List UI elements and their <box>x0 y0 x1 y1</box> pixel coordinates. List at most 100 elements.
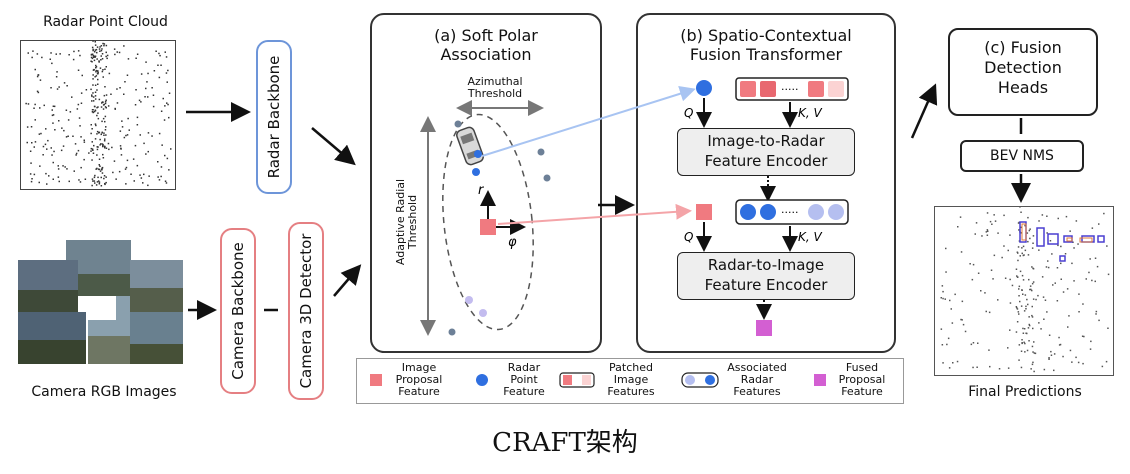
point-cloud-dot <box>125 183 127 185</box>
point-cloud-dot <box>1028 324 1031 327</box>
point-cloud-dot <box>98 131 101 134</box>
point-cloud-dot <box>52 105 55 107</box>
point-cloud-dot <box>170 148 172 150</box>
point-cloud-dot <box>1077 361 1080 364</box>
point-cloud-dot <box>75 152 78 155</box>
point-cloud-dot <box>105 107 107 109</box>
radar-backbone-box: Radar Backbone <box>256 40 292 194</box>
point-cloud-dot <box>158 132 161 135</box>
point-cloud-dot <box>94 51 96 53</box>
point-cloud-dot <box>1027 254 1030 256</box>
point-cloud-dot <box>123 136 126 139</box>
point-cloud-dot <box>950 308 952 310</box>
point-cloud-dot <box>1032 267 1034 270</box>
point-cloud-dot <box>92 40 94 42</box>
point-cloud-dot <box>57 168 60 170</box>
point-cloud-dot <box>1017 252 1019 254</box>
point-cloud-dot <box>1057 217 1059 220</box>
point-cloud-dot <box>34 141 37 143</box>
point-cloud-dot <box>1049 240 1052 242</box>
point-cloud-dot <box>103 134 105 136</box>
point-cloud-dot <box>102 108 105 110</box>
point-cloud-dot <box>95 48 98 51</box>
point-cloud-dot <box>99 50 101 52</box>
point-cloud-dot <box>101 132 103 134</box>
legend-swatch-image-proposal <box>370 374 382 386</box>
point-cloud-dot <box>27 103 30 105</box>
point-cloud-dot <box>964 330 967 333</box>
point-cloud-dot <box>139 134 141 136</box>
point-cloud-dot <box>39 79 42 81</box>
point-cloud-dot <box>145 87 147 90</box>
point-cloud-dot <box>1016 321 1019 323</box>
point-cloud-dot <box>1020 232 1023 234</box>
point-cloud-dot <box>1088 271 1090 274</box>
point-cloud-dot <box>1029 237 1031 240</box>
point-cloud-dot <box>945 271 947 273</box>
point-cloud-dot <box>34 68 36 71</box>
point-cloud-dot <box>1040 328 1042 330</box>
point-cloud-dot <box>1085 278 1087 280</box>
point-cloud-dot <box>959 216 962 218</box>
point-cloud-dot <box>133 180 135 182</box>
point-cloud-dot <box>46 148 48 150</box>
point-cloud-dot <box>1062 291 1065 293</box>
point-cloud-dot <box>100 176 102 179</box>
point-cloud-dot <box>102 157 105 159</box>
panel-b-to-panel-c-arrow <box>910 83 938 139</box>
point-cloud-dot <box>165 182 168 184</box>
point-cloud-dot <box>1025 308 1027 310</box>
point-cloud-dot <box>140 177 143 179</box>
point-cloud-dot <box>30 162 32 164</box>
point-cloud-dot <box>56 71 58 73</box>
point-cloud-dot <box>945 247 947 250</box>
point-cloud-dot <box>1083 335 1085 338</box>
point-cloud-dot <box>94 182 96 184</box>
point-cloud-dot <box>94 76 96 78</box>
point-cloud-dot <box>103 44 105 47</box>
point-cloud-dot <box>140 73 143 75</box>
point-cloud-dot <box>92 48 94 51</box>
point-cloud-dot <box>147 96 149 98</box>
point-cloud-dot <box>1062 355 1064 358</box>
point-cloud-dot <box>83 139 85 141</box>
point-cloud-dot <box>93 180 96 182</box>
point-cloud-dot <box>36 90 39 93</box>
point-cloud-dot <box>80 92 83 94</box>
point-cloud-dot <box>100 143 102 145</box>
point-cloud-dot <box>98 181 101 183</box>
point-cloud-dot <box>940 328 943 330</box>
point-cloud-dot <box>1044 299 1047 301</box>
point-cloud-dot <box>105 134 107 136</box>
point-cloud-dot <box>1029 288 1031 291</box>
point-cloud-dot <box>31 56 33 59</box>
point-cloud-dot <box>136 124 139 126</box>
point-cloud-dot <box>1069 349 1072 352</box>
point-cloud-dot <box>103 177 105 180</box>
point-cloud-dot <box>1032 235 1035 237</box>
point-cloud-dot <box>92 96 95 98</box>
point-cloud-dot <box>45 172 47 175</box>
point-cloud-dot <box>1024 342 1026 345</box>
point-cloud-dot <box>1026 232 1029 234</box>
point-cloud-dot <box>1031 345 1034 348</box>
point-cloud-dot <box>1056 300 1059 302</box>
point-cloud-dot <box>1048 358 1050 360</box>
point-cloud-dot <box>93 110 96 113</box>
point-cloud-dot <box>1031 282 1034 285</box>
panel-a-title-line2: Association <box>440 45 532 64</box>
point-cloud-dot <box>1018 344 1021 346</box>
point-cloud-dot <box>1028 340 1030 342</box>
point-cloud-dot <box>1020 350 1023 352</box>
point-cloud-dot <box>97 71 99 74</box>
point-cloud-dot <box>91 178 94 180</box>
point-cloud-dot <box>26 141 28 144</box>
point-cloud-dot <box>1048 334 1051 336</box>
point-cloud-dot <box>124 168 127 170</box>
legend-swatch-radar-point <box>476 374 488 386</box>
point-cloud-dot <box>1098 319 1100 322</box>
point-cloud-dot <box>25 102 27 105</box>
point-cloud-dot <box>1018 359 1020 361</box>
point-cloud-dot <box>1023 341 1025 344</box>
point-cloud-dot <box>96 133 98 135</box>
